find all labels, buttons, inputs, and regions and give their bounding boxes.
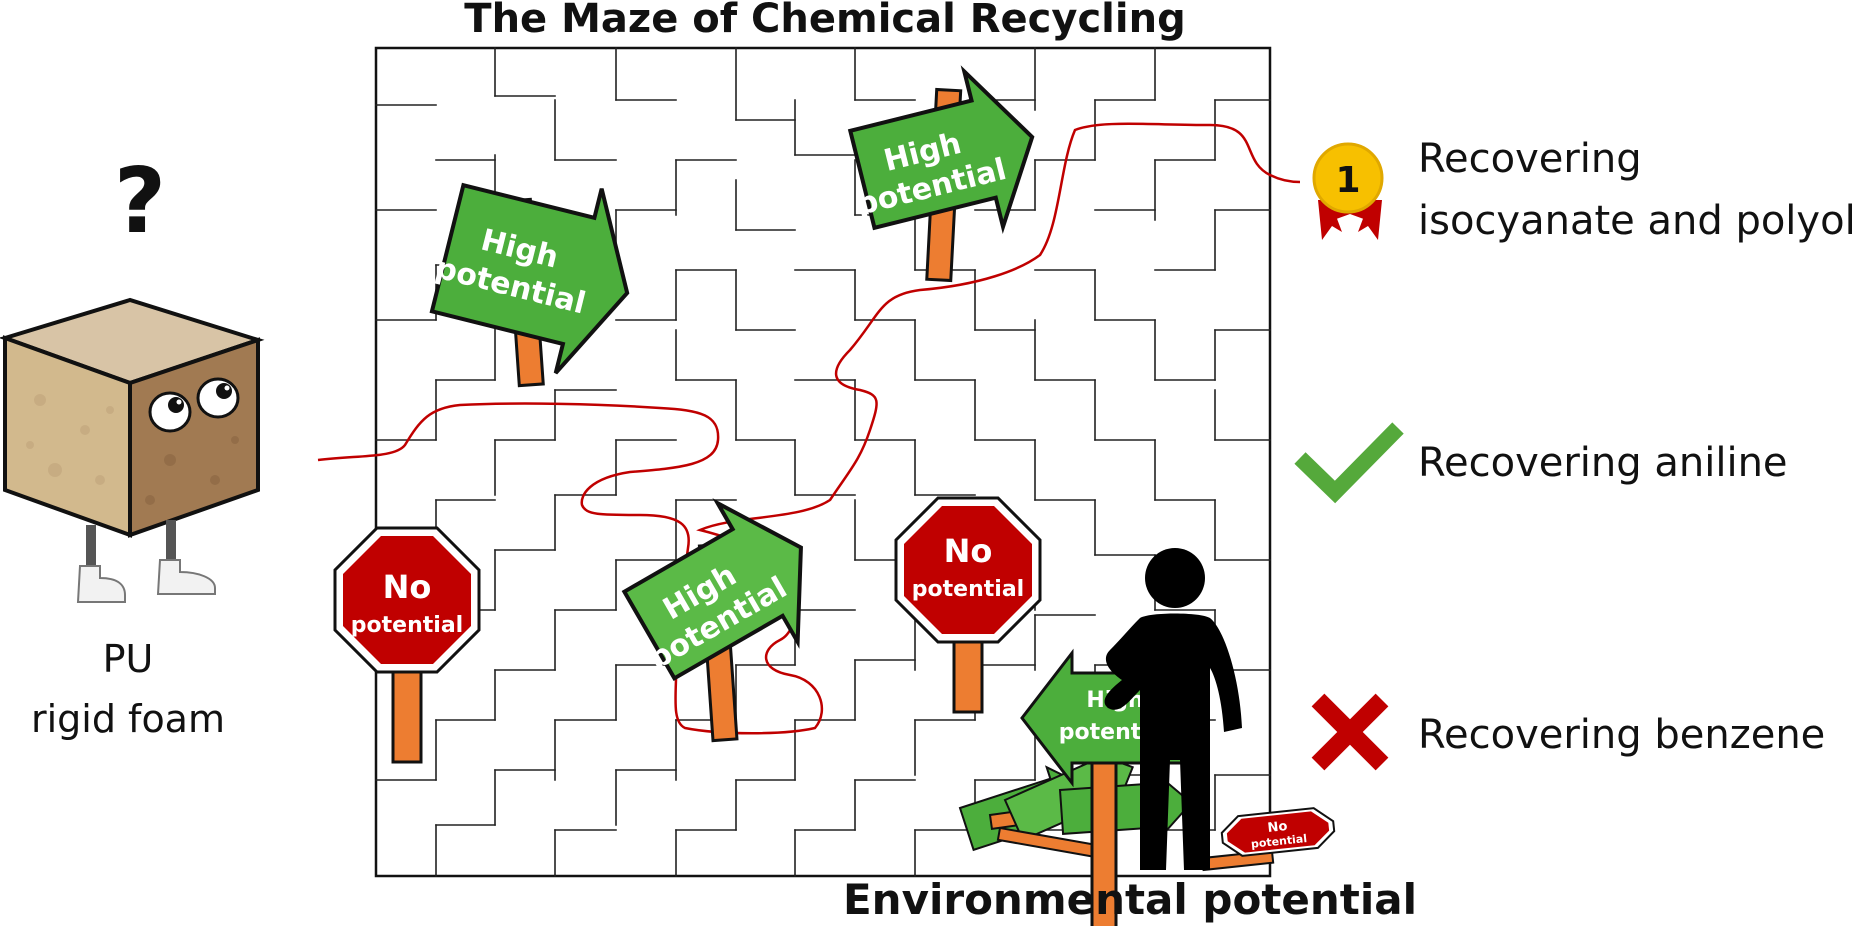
maze [374, 46, 1272, 878]
fallen-no-sign-line1: No [1267, 819, 1288, 836]
maze-walls [375, 47, 1271, 877]
gold-medal-icon: 1 [1312, 142, 1384, 240]
solution-path [317, 122, 1301, 735]
outcome-aniline: Recovering aniline [1418, 440, 1788, 486]
diagram-title: The Maze of Chemical Recycling [464, 0, 1185, 42]
medal-rank: 1 [1335, 160, 1360, 201]
no-potential-sign: No potential [333, 526, 481, 764]
high-potential-sign: High potential [847, 65, 1035, 283]
cross-icon [1311, 693, 1389, 771]
no-sign-line2: potential [912, 577, 1024, 602]
no-sign-line1: No [383, 568, 432, 606]
cube-eyes [148, 377, 240, 433]
high-potential-sign: High potential [429, 182, 630, 388]
outcome-isocyanate-line2: isocyanate and polyol [1418, 198, 1856, 244]
fallen-no-sign-line2: potential [1250, 832, 1307, 851]
cube-legs [76, 520, 216, 603]
no-potential-sign: No potential [894, 496, 1042, 714]
pu-foam-cube: ? PU rigi [0, 149, 265, 741]
foam-label-line2: rigid foam [31, 697, 225, 741]
outcome-benzene: Recovering benzene [1418, 712, 1825, 758]
no-sign-line2: potential [351, 613, 463, 638]
check-icon [1294, 422, 1404, 504]
no-sign-line1: No [944, 532, 993, 570]
foam-label-line1: PU [103, 637, 154, 681]
person-silhouette [1104, 548, 1242, 870]
question-mark: ? [114, 149, 166, 254]
outcome-isocyanate-line1: Recovering [1418, 136, 1642, 182]
environmental-potential-label: Environmental potential [843, 875, 1417, 924]
